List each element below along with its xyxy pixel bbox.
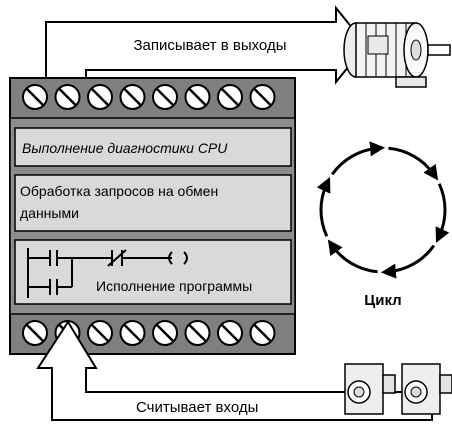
- cycle-arrow-segment: [388, 146, 439, 181]
- cycle-arrows-icon: [316, 141, 450, 279]
- terminal-slot: [26, 88, 44, 106]
- terminal-slot: [123, 324, 142, 342]
- outputs-arrow: Записывает в выходы: [45, 5, 368, 85]
- cycle-arrow-segment: [330, 141, 386, 176]
- sensor-icon: [401, 363, 452, 415]
- terminal-slot: [156, 324, 174, 342]
- program-execution-label: Исполнение программы: [96, 278, 252, 294]
- terminal-slot: [91, 324, 109, 342]
- cycle-arrow-segment: [380, 244, 436, 279]
- diagnostics-panel: Выполнение диагностики CPU: [14, 127, 292, 167]
- plc-top-terminals: [22, 84, 276, 110]
- terminal-slot: [26, 324, 44, 342]
- terminal-slot: [253, 88, 272, 106]
- terminal-slot: [221, 88, 239, 106]
- terminal-slot: [91, 88, 109, 106]
- motor-icon: [343, 22, 451, 88]
- terminal-slot: [58, 88, 77, 106]
- terminal-slot: [188, 324, 207, 342]
- terminal-slot: [253, 324, 272, 342]
- cycle-label: Цикл: [364, 292, 401, 309]
- terminal-slot: [221, 324, 239, 342]
- program-execution-panel: Исполнение программы: [14, 239, 292, 305]
- communication-panel: Обработка запросов на обмен данными: [14, 174, 292, 232]
- cycle-arrow-segment: [435, 183, 450, 243]
- terminal-slot: [188, 88, 207, 106]
- diagnostics-label: Выполнение диагностики CPU: [22, 140, 228, 156]
- sensor-icon: [344, 363, 396, 415]
- communication-label-line1: Обработка запросов на обмен: [20, 183, 218, 199]
- inputs-arrow-label: Считывает входы: [136, 399, 258, 416]
- terminal-slot: [123, 88, 142, 106]
- communication-label-line2: данными: [20, 205, 79, 221]
- plc-module: Выполнение диагностики CPU Обработка зап…: [9, 77, 296, 355]
- ladder-logic-icon: [27, 248, 188, 298]
- outputs-arrow-label: Записывает в выходы: [134, 37, 287, 54]
- cycle-arrow-segment: [316, 177, 331, 237]
- terminal-slot: [156, 88, 174, 106]
- cycle-arrow-segment: [327, 239, 378, 274]
